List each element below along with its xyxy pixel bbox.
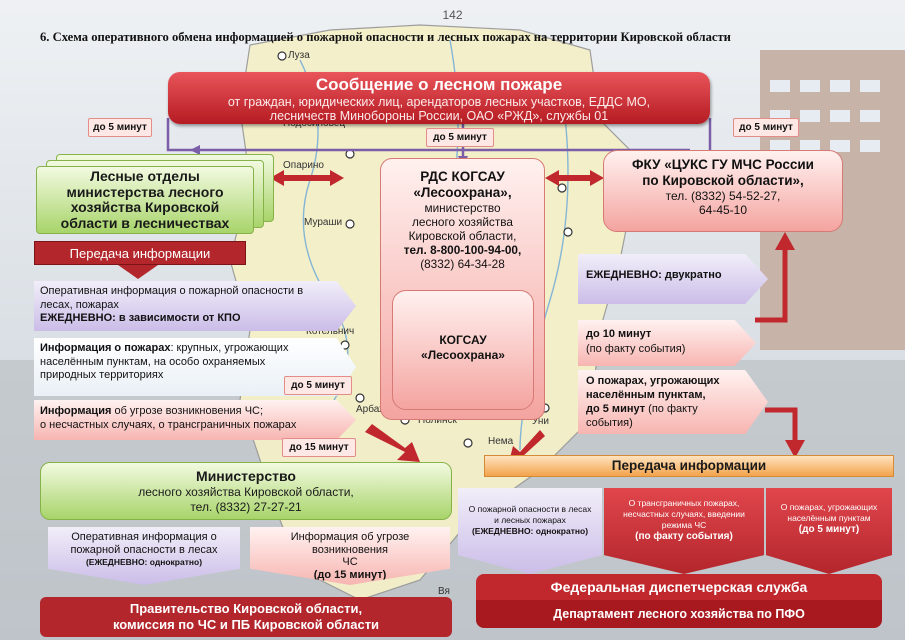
kogsau-inner-line2: «Лесоохрана» (421, 348, 505, 362)
mchs-line3: тел. (8332) 54-52-27, (665, 189, 781, 203)
mchs-box: ФКУ «ЦУКС ГУ МЧС России по Кировской обл… (603, 150, 843, 232)
map-label-luza: Луза (288, 50, 310, 61)
bottom-arrow1-line2: пожарной опасности в лесах (70, 543, 218, 556)
right-item-threat-settlements: О пожарах, угрожающих населённым пунктам… (578, 370, 768, 434)
government-line2: комиссия по ЧС и ПБ Кировской области (112, 617, 380, 632)
ministry-line3: тел. (8332) 27-27-21 (190, 500, 302, 514)
left-item2-line2: населённым пунктам, на особо охраняемых (40, 355, 266, 368)
bottom-arrow2-line1: Информация об угрозе возникновения (290, 531, 410, 556)
right-item3-line3: до 5 минут (586, 403, 646, 415)
map-label-oparino: Опарино (283, 160, 324, 171)
left-item2-line3: природных территориях (40, 369, 164, 381)
bottom-arrow3-line3: (ЕЖЕДНЕВНО: однократно) (471, 526, 589, 536)
mchs-line2: по Кировской области», (642, 173, 804, 188)
bottom-arrow4-line3: режима ЧС (661, 520, 707, 530)
page-number: 142 (442, 8, 463, 22)
bottom-arrow3-line1: О пожарной опасности в лесах (468, 504, 592, 514)
bottom-arrow5-line3: (до 5 минут) (798, 524, 860, 535)
right-item3-line3b: (по факту (645, 403, 698, 415)
rds-line2: «Лесоохрана», (413, 185, 512, 200)
left-item3-bold: Информация (40, 405, 112, 417)
right-item3-line1: О пожарах, угрожающих (586, 375, 720, 387)
bottom-arrow4-line2: несчастных случаях, введении (623, 509, 745, 519)
bottom-arrow4-line4: (по факту события) (635, 531, 733, 542)
government-line1: Правительство Кировской области, (129, 601, 363, 616)
left-item1-line1: Оперативная информация о пожарной опасно… (40, 285, 304, 297)
federal-dispatch: Федеральная диспетчерская служба (476, 574, 882, 600)
bottom-arrow3-line2: и лесных пожарах (494, 515, 566, 525)
right-item-10-min: до 10 минут (по факту события) (578, 320, 756, 366)
bottom-arrow-transborder: О трансграничных пожарах, несчастных слу… (604, 488, 764, 574)
bottom-arrow1-line1: Оперативная информация о (71, 531, 217, 543)
map-label-uni: Уни (532, 416, 550, 427)
forest-departments-line2: министерства лесного (66, 183, 224, 200)
map-label-kotelnich: Котельнич (306, 326, 355, 337)
forest-departments-line1: Лесные отделы (90, 168, 200, 184)
ministry-line2: лесного хозяйства Кировской области, (138, 485, 354, 499)
left-item-operational-info: Оперативная информация о пожарной опасно… (34, 281, 356, 331)
left-item3-line2: о несчастных случаях, о трансграничных п… (40, 419, 297, 431)
bottom-arrow5-line1: О пожарах, угрожающих (780, 502, 878, 512)
tag-center: до 5 минут (426, 128, 494, 147)
transfer-info-left-arrow (118, 265, 158, 279)
tag-mid1: до 5 минут (284, 376, 352, 395)
bottom-arrow5-line2: населённым пунктам (787, 513, 871, 523)
transfer-info-right: Передача информации (484, 455, 894, 477)
tag-left: до 5 минут (88, 118, 152, 137)
map-label-murashi: Мураши (304, 217, 343, 228)
forestry-department-pfo: Департамент лесного хозяйства по ПФО (476, 600, 882, 628)
rds-line4: лесного хозяйства (412, 215, 513, 229)
forest-departments-line3: хозяйства Кировской (70, 199, 220, 215)
page-title: 6. Схема оперативного обмена информацией… (40, 30, 731, 44)
map-label-arbazh: Арбаж (356, 404, 386, 415)
kogsau-inner-line1: КОГСАУ (439, 333, 487, 347)
left-item3-line1: об угрозе возникновения ЧС; (111, 405, 264, 417)
left-item2-bold: Информация о пожарах (40, 342, 171, 354)
left-item2-line1: : крупных, угрожающих (170, 342, 289, 354)
bottom-arrow4-line1: О трансграничных пожарах, (628, 498, 740, 508)
forest-departments-box: Лесные отделы министерства лесного хозяй… (36, 166, 254, 234)
kogsau-inner-box: КОГСАУ «Лесоохрана» (392, 290, 534, 410)
bottom-arrow1-line3: (ЕЖЕДНЕВНО: однократно) (85, 557, 203, 567)
transfer-info-left: Передача информации (34, 241, 246, 265)
right-item2-line1: до 10 минут (586, 328, 652, 340)
mchs-line1: ФКУ «ЦУКС ГУ МЧС России (632, 157, 814, 172)
bottom-arrow2-line3: (до 15 минут) (313, 568, 387, 581)
right-item3-line2: населённым пунктам, (586, 389, 706, 401)
forest-fire-message-box: Сообщение о лесном пожаре от граждан, юр… (168, 72, 710, 124)
tag-mid2: до 15 минут (282, 438, 356, 457)
map-label-vya: Вя (438, 586, 450, 597)
left-item1-line2: лесах, пожарах (40, 298, 119, 311)
map-label-nema: Нема (488, 436, 514, 447)
forest-fire-message-line2: лесничеств Минобороны России, ОАО «РЖД»,… (269, 109, 609, 123)
bottom-arrow-settlements: О пожарах, угрожающих населённым пунктам… (766, 488, 892, 574)
left-item1-line3: ЕЖЕДНЕВНО: в зависимости от КПО (40, 312, 241, 324)
right-item-daily-twice: ЕЖЕДНЕВНО: двукратно (578, 254, 768, 304)
ministry-line1: Министерство (196, 468, 296, 484)
rds-phone2: (8332) 64-34-28 (420, 257, 505, 271)
left-item-emergency-info: Информация об угрозе возникновения ЧС; о… (34, 400, 356, 440)
forest-fire-message-title: Сообщение о лесном пожаре (315, 75, 563, 94)
tag-right: до 5 минут (733, 118, 799, 137)
mchs-line4: 64-45-10 (698, 203, 748, 217)
rds-line3: министерство (424, 201, 501, 215)
right-item2-line2: (по факту события) (586, 343, 686, 355)
rds-phone1: тел. 8-800-100-94-00, (403, 243, 522, 257)
right-item3-line4: события) (586, 417, 633, 429)
forest-fire-message-line1: от граждан, юридических лиц, арендаторов… (227, 95, 651, 109)
ministry-box: Министерство лесного хозяйства Кировской… (40, 462, 452, 520)
map-label-nolinsk: Нолинск (418, 415, 457, 426)
bottom-arrow-fire-danger: О пожарной опасности в лесах и лесных по… (458, 488, 602, 574)
rds-line1: РДС КОГСАУ (420, 169, 505, 184)
government-box: Правительство Кировской области, комисси… (40, 597, 452, 637)
rds-line5: Кировской области, (408, 229, 517, 243)
bottom-arrow2-line2: ЧС (342, 556, 358, 568)
forest-departments-line4: области в лесничествах (60, 214, 230, 231)
